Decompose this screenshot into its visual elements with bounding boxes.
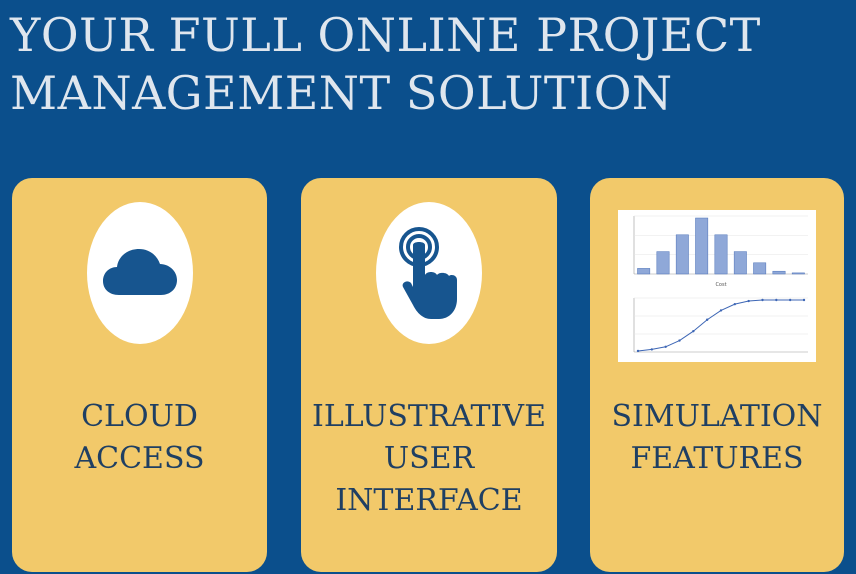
histogram-bar [733,251,747,275]
histogram-bar [656,251,670,275]
line-point [747,299,750,303]
touch-hand-icon [399,227,457,319]
card-label-line: SIMULATION [611,399,823,434]
user-interface-card[interactable]: ILLUSTRATIVE USER INTERFACE [301,178,557,572]
headline: YOUR FULL ONLINE PROJECT MANAGEMENT SOLU… [10,6,840,122]
cloud-icon-circle [86,202,193,344]
line-point [705,318,709,321]
histogram-bar [772,270,786,275]
histogram-bar [695,217,709,275]
card-label-line: USER INTERFACE [335,441,523,518]
histogram-bar [791,272,805,275]
histogram-bar [753,262,767,275]
line-point [761,298,764,302]
card-label-line: ILLUSTRATIVE [312,399,546,434]
line-point [650,348,654,351]
line-point [664,345,667,348]
headline-line-1: YOUR FULL ONLINE PROJECT [10,8,761,62]
histogram-bar [714,234,728,275]
simulation-features-label: SIMULATION FEATURES [590,396,844,480]
line-point [775,298,778,302]
bar-x-axis-label: Cost [715,282,726,288]
simulation-features-card[interactable]: Cost SIMULATION FEATURES [590,178,844,572]
line-point [802,298,806,302]
headline-line-2: MANAGEMENT SOLUTION [10,66,673,120]
card-label-line: CLOUD ACCESS [74,399,205,476]
line-point [692,330,695,333]
line-point [636,349,640,353]
touch-icon-circle [376,202,482,344]
cloud-icon [102,249,177,295]
cloud-access-card[interactable]: CLOUD ACCESS [12,178,267,572]
line-point [678,339,681,342]
histogram-bar [637,268,651,275]
user-interface-label: ILLUSTRATIVE USER INTERFACE [301,396,557,522]
histogram-bar [675,234,689,275]
line-point [733,302,737,306]
line-point [788,298,792,302]
simulation-chart-svg: Cost [633,215,808,353]
cloud-access-label: CLOUD ACCESS [12,396,267,480]
line-point [719,309,723,312]
simulation-chart: Cost [618,210,816,362]
cumulative-line [637,299,804,352]
card-label-line: FEATURES [630,441,804,476]
